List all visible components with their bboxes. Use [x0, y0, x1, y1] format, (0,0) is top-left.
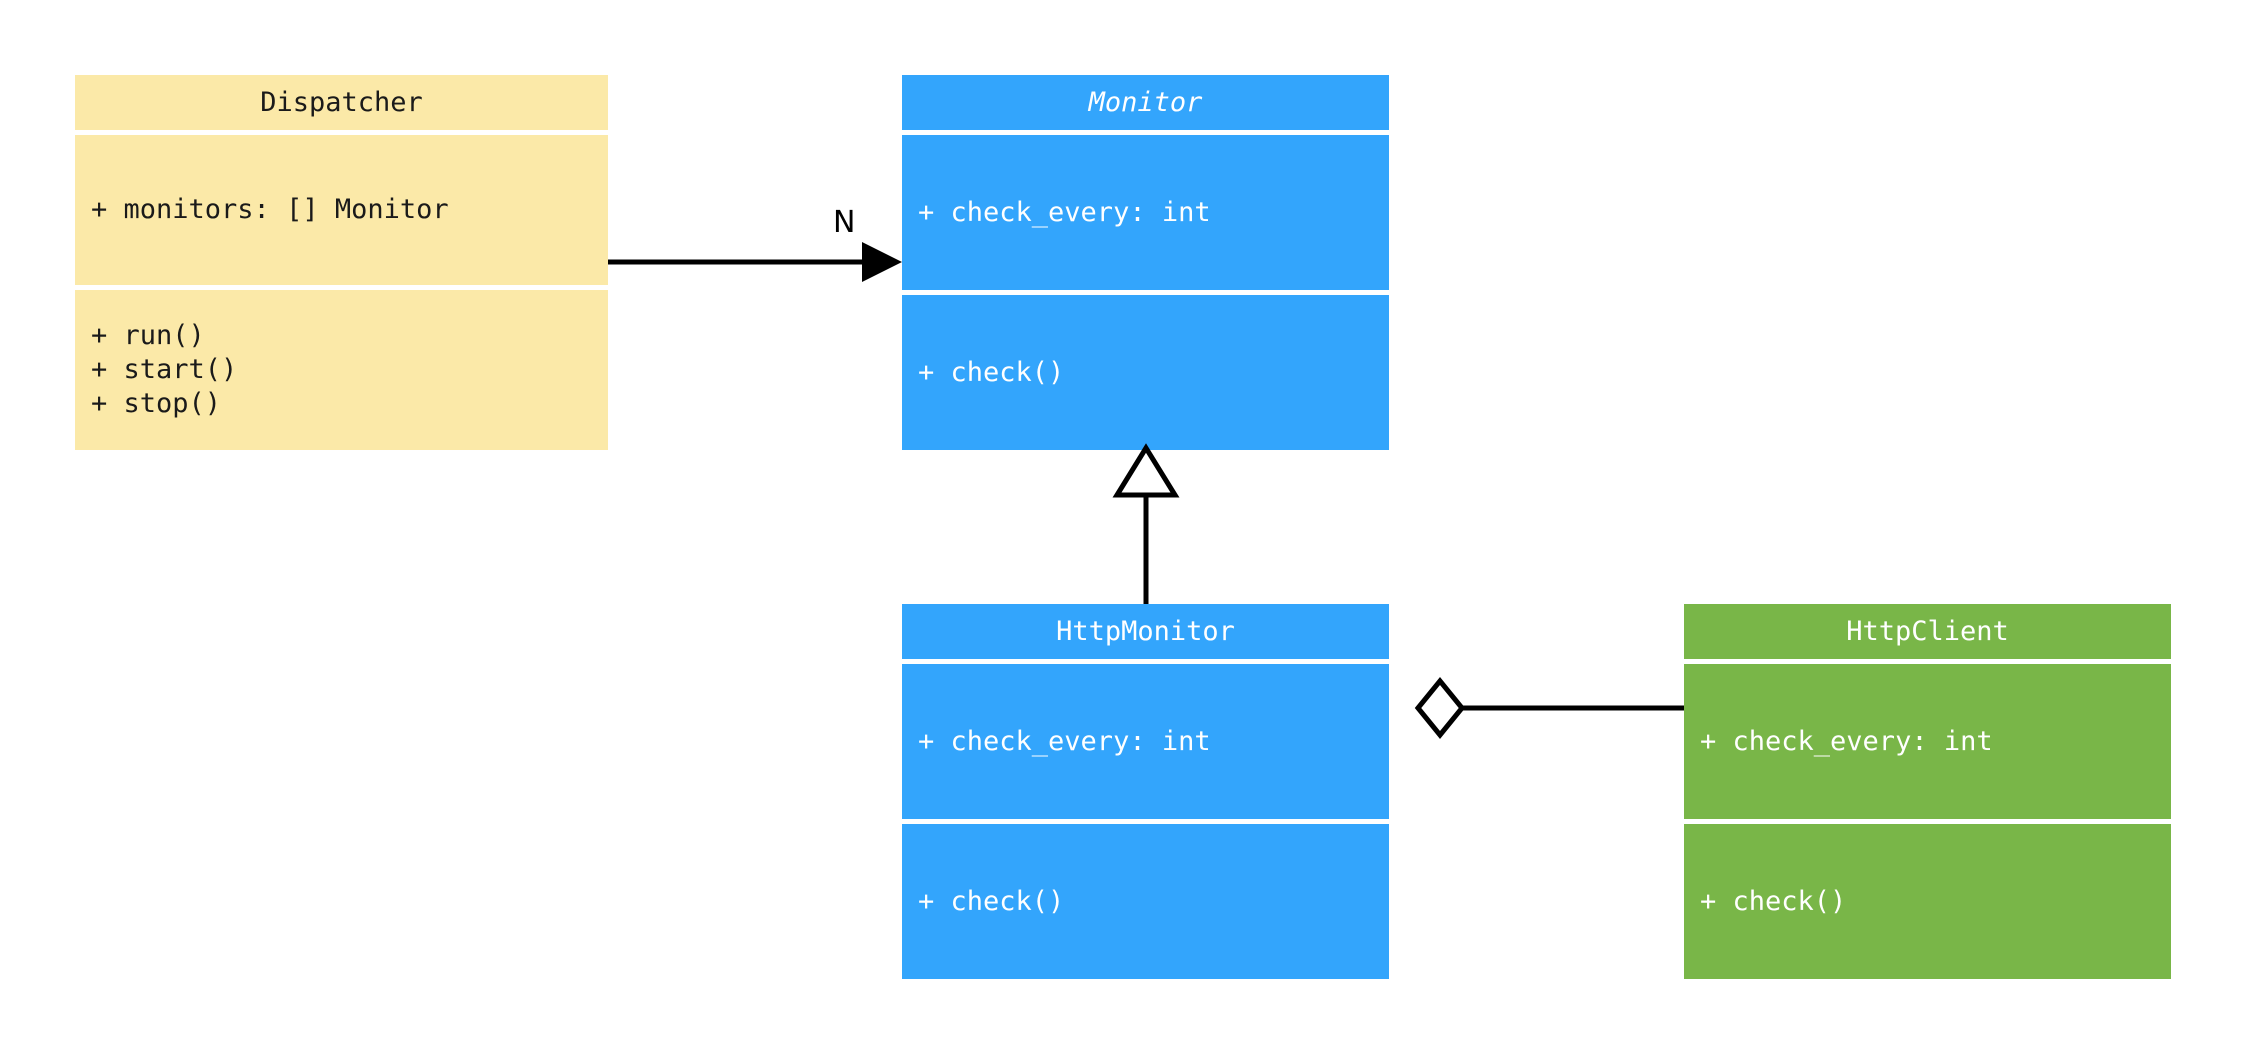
compartment-separator — [902, 659, 1389, 664]
class-box-monitor[interactable]: Monitor + check_every: int + check() — [902, 75, 1389, 450]
class-methods-dispatcher: + run() + start() + stop() — [75, 290, 608, 450]
method-row: + run() — [91, 320, 205, 351]
class-methods-http-client: + check() — [1684, 824, 2171, 979]
compartment-separator — [902, 130, 1389, 135]
attribute-row: + check_every: int — [1700, 725, 1993, 757]
hollow-diamond-icon — [1414, 677, 1466, 739]
attribute-row: + monitors: [] Monitor — [91, 194, 449, 225]
class-title-http-client: HttpClient — [1684, 604, 2171, 659]
compartment-separator — [1684, 819, 2171, 824]
compartment-separator — [902, 290, 1389, 295]
compartment-separator — [75, 130, 608, 135]
multiplicity-label-n: N — [833, 205, 856, 240]
method-row: + start() — [91, 354, 238, 385]
class-attributes-http-client: + check_every: int — [1684, 664, 2171, 819]
filled-arrowhead-icon — [862, 242, 902, 282]
method-row: + check() — [918, 885, 1065, 917]
class-box-dispatcher[interactable]: Dispatcher + monitors: [] Monitor + run(… — [75, 75, 608, 450]
compartment-separator — [1684, 659, 2171, 664]
class-methods-monitor: + check() — [902, 295, 1389, 450]
compartment-separator — [75, 285, 608, 290]
class-attributes-dispatcher: + monitors: [] Monitor — [75, 135, 608, 285]
method-row: + check() — [918, 356, 1065, 388]
class-box-http-client[interactable]: HttpClient + check_every: int + check() — [1684, 604, 2171, 979]
class-attributes-monitor: + check_every: int — [902, 135, 1389, 290]
compartment-separator — [902, 819, 1389, 824]
class-title-dispatcher: Dispatcher — [75, 75, 608, 130]
method-row: + check() — [1700, 885, 1847, 917]
class-attributes-http-monitor: + check_every: int — [902, 664, 1389, 819]
hollow-triangle-arrowhead-icon — [1112, 443, 1180, 498]
class-title-monitor: Monitor — [902, 75, 1389, 130]
method-row: + stop() — [91, 388, 222, 419]
class-box-http-monitor[interactable]: HttpMonitor + check_every: int + check() — [902, 604, 1389, 979]
attribute-row: + check_every: int — [918, 725, 1211, 757]
attribute-row: + check_every: int — [918, 196, 1211, 228]
class-methods-http-monitor: + check() — [902, 824, 1389, 979]
class-title-http-monitor: HttpMonitor — [902, 604, 1389, 659]
